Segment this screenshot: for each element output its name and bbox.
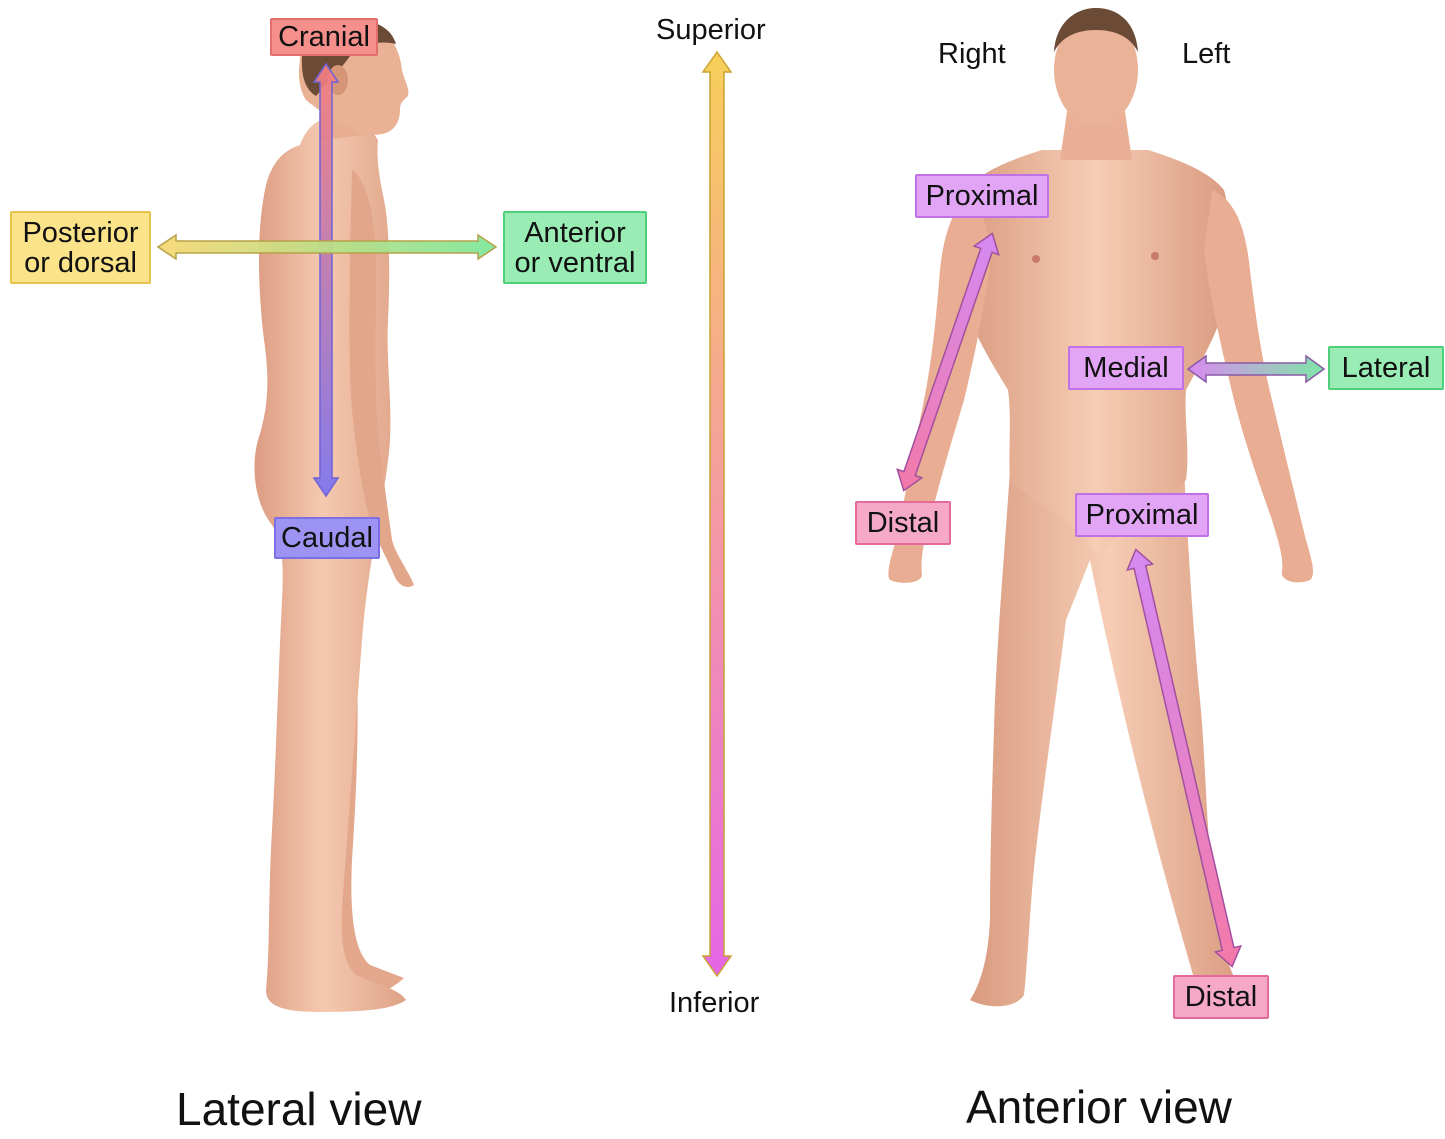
medial-text: Medial (1083, 353, 1168, 383)
posterior-dorsal-label: Posterior or dorsal (10, 211, 151, 284)
arm-distal-label: Distal (855, 501, 951, 545)
superior-label: Superior (656, 14, 766, 47)
caudal-label: Caudal (274, 517, 380, 559)
anterior-line1: Anterior (524, 218, 626, 248)
arm-proximal-text: Proximal (926, 181, 1039, 211)
lateral-text: Lateral (1342, 353, 1431, 383)
superior-inferior-arrow (703, 52, 731, 976)
posterior-line1: Posterior (22, 218, 138, 248)
leg-distal-label: Distal (1173, 975, 1269, 1019)
lateral-view-caption: Lateral view (176, 1082, 421, 1136)
anterior-line2: or ventral (515, 248, 636, 278)
caudal-text: Caudal (281, 523, 373, 553)
posterior-line2: or dorsal (24, 248, 137, 278)
leg-proximal-text: Proximal (1086, 500, 1199, 530)
cranial-text: Cranial (278, 22, 370, 52)
lateral-label: Lateral (1328, 346, 1444, 390)
cranial-label: Cranial (270, 18, 378, 56)
leg-proximal-label: Proximal (1075, 493, 1209, 537)
medial-label: Medial (1068, 346, 1184, 390)
arm-proximal-label: Proximal (915, 174, 1049, 218)
left-label: Left (1182, 38, 1230, 71)
leg-distal-text: Distal (1185, 982, 1258, 1012)
right-label: Right (938, 38, 1006, 71)
lateral-body-figure (254, 20, 414, 1012)
anterior-ventral-label: Anterior or ventral (503, 211, 647, 284)
anterior-view-caption: Anterior view (966, 1080, 1232, 1134)
inferior-label: Inferior (669, 987, 759, 1020)
arm-distal-text: Distal (867, 508, 940, 538)
